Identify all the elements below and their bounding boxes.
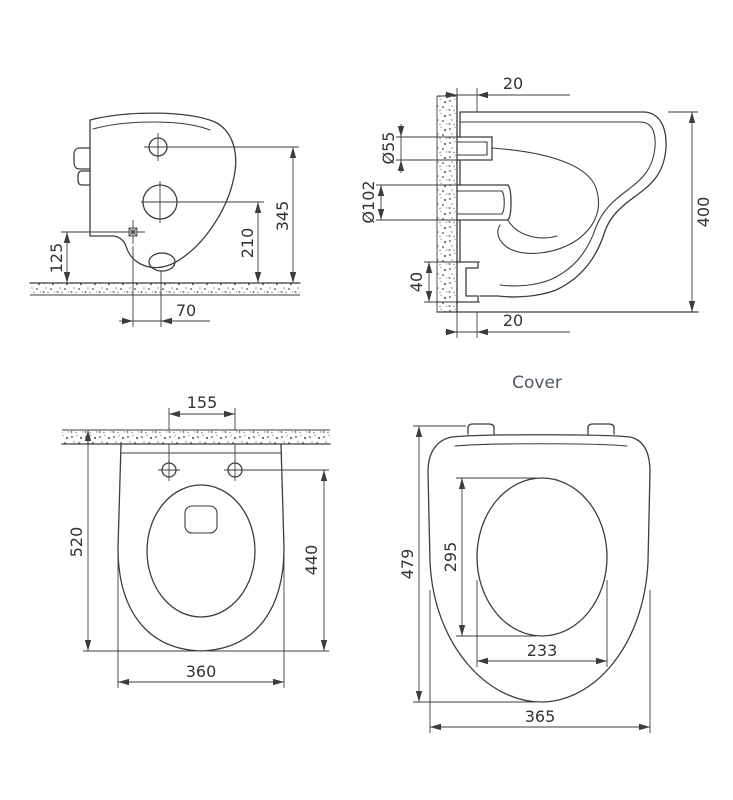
- cover-title: Cover: [512, 373, 562, 393]
- dim-365-label: 365: [525, 707, 556, 726]
- floor-hatch: [30, 283, 300, 295]
- top-plan-view: 155 520 440: [61, 393, 331, 688]
- hinge-tab-left: [467, 423, 495, 435]
- cover-hinge-line: [454, 443, 628, 447]
- dim-d102-label: Ø102: [359, 180, 378, 223]
- dim-40-label: 40: [407, 272, 426, 292]
- dim-233: 233: [476, 580, 608, 667]
- dim-440: 440: [207, 469, 329, 652]
- dim-345: 345: [167, 146, 299, 283]
- dim-440-label: 440: [302, 545, 321, 576]
- dim-155-label: 155: [187, 393, 218, 412]
- section-view: 20 Ø55 Ø102 400 40: [359, 74, 713, 338]
- dim-d102: Ø102: [359, 180, 505, 224]
- seat-hole-left-marker: [158, 459, 180, 481]
- dim-bottom-20-label: 20: [503, 311, 523, 330]
- dim-295: 295: [441, 477, 536, 637]
- flush-outlet-shape: [184, 505, 218, 534]
- dim-345-label: 345: [273, 201, 292, 232]
- wall-hatch: [62, 430, 330, 444]
- inlet-pipe: [456, 136, 493, 161]
- outlet-ellipse: [148, 252, 176, 272]
- wall-hatch: [437, 96, 457, 312]
- dim-top-20: 20: [445, 74, 570, 112]
- dim-360-label: 360: [186, 662, 217, 681]
- cover-inner-ellipse: [476, 477, 608, 637]
- flush-button-lower: [77, 170, 91, 186]
- dim-125: 125: [47, 231, 125, 283]
- dim-d55: Ø55: [379, 124, 490, 173]
- dim-479-label: 479: [398, 549, 417, 580]
- dim-210-label: 210: [238, 228, 257, 259]
- dim-top-20-label: 20: [503, 74, 523, 93]
- dim-295-label: 295: [441, 542, 460, 573]
- dim-400-label: 400: [694, 197, 713, 228]
- toilet-section-outline: [459, 111, 667, 298]
- toilet-side-outline: [89, 112, 237, 269]
- dim-360: 360: [117, 552, 285, 688]
- dim-40: 40: [407, 261, 480, 303]
- outlet-pipe: [456, 184, 512, 221]
- dim-d55-label: Ø55: [379, 132, 398, 165]
- dim-400: 400: [668, 111, 713, 312]
- dim-233-label: 233: [527, 641, 558, 660]
- dim-210: 210: [177, 201, 264, 283]
- drain-hole-marker: [141, 181, 179, 223]
- side-view: 345 210 125 70: [29, 112, 301, 327]
- hinge-tab-right: [587, 423, 615, 435]
- dim-70-label: 70: [176, 301, 196, 320]
- dim-70: 70: [119, 246, 210, 327]
- trap-line: [507, 219, 558, 239]
- toilet-rim-line: [92, 121, 211, 131]
- dim-bottom-20: 20: [445, 311, 570, 338]
- dim-125-label: 125: [47, 243, 66, 274]
- bottom-bracket: [456, 261, 479, 303]
- dim-365: 365: [429, 590, 651, 733]
- flush-button-upper: [73, 147, 91, 170]
- toilet-plan-outline: [117, 443, 285, 652]
- dim-479: 479: [398, 425, 535, 703]
- dim-520: 520: [67, 430, 195, 652]
- cover-outline: [427, 434, 651, 703]
- cover-view: Cover 479 295 233 365: [398, 373, 651, 733]
- dim-520-label: 520: [67, 527, 86, 558]
- bowl-rim-ellipse: [146, 484, 256, 618]
